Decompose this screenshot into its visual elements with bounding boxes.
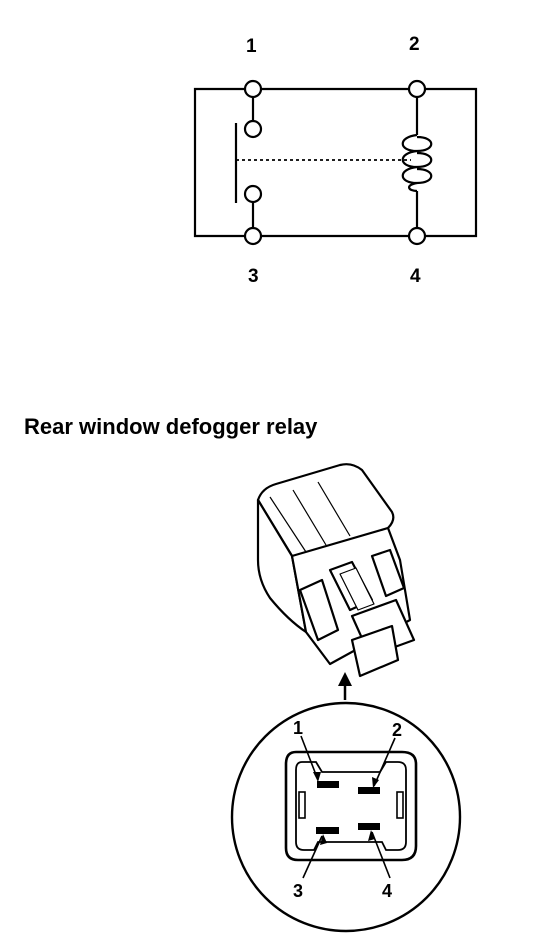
socket-slot-left — [298, 791, 306, 819]
pin-hole-3 — [316, 827, 339, 834]
socket-outline — [284, 750, 418, 862]
terminal-4-node — [407, 226, 427, 246]
terminal-4-label: 4 — [410, 266, 421, 287]
terminal-3-node — [243, 226, 263, 246]
terminal-2-node — [407, 79, 427, 99]
pin-leader-arrows — [313, 772, 379, 845]
terminal-1-label: 1 — [246, 36, 257, 57]
relay-left-face — [256, 498, 308, 634]
terminal-1-node — [243, 79, 263, 99]
coil-winding — [401, 133, 433, 193]
connector-detail — [230, 701, 462, 933]
detail-circle — [230, 701, 462, 933]
relay-blade-3 — [298, 578, 340, 642]
terminal-2-label: 2 — [409, 34, 420, 55]
connector-pin-3-label: 3 — [293, 881, 303, 901]
relay-blade-2 — [370, 548, 406, 598]
relay-rib-1 — [269, 496, 307, 553]
relay-body — [256, 463, 416, 678]
pin-hole-4 — [358, 823, 380, 830]
connector-pin-1-label: 1 — [293, 718, 303, 738]
insert-arrow — [338, 672, 352, 700]
relay-title: Rear window defogger relay — [24, 414, 318, 439]
relay-schematic — [193, 79, 478, 246]
pin-hole-1 — [317, 781, 339, 788]
schematic-frame — [193, 87, 478, 238]
connector-pins — [316, 781, 380, 834]
relay-blade-5 — [350, 624, 400, 678]
pin-leaders — [300, 735, 396, 879]
relay-blade-inner — [339, 567, 375, 611]
socket-slot-right — [396, 791, 404, 819]
pin-hole-2 — [358, 787, 380, 794]
relay-rib-3 — [317, 481, 351, 537]
socket-inner-outline — [295, 761, 407, 851]
relay-rib-2 — [292, 489, 327, 546]
connector-pin-4-label: 4 — [382, 881, 392, 901]
switch-contact-upper — [243, 119, 263, 139]
connector-pin-2-label: 2 — [392, 720, 402, 740]
terminal-3-label: 3 — [248, 266, 259, 287]
switch-contact-lower — [243, 184, 263, 204]
